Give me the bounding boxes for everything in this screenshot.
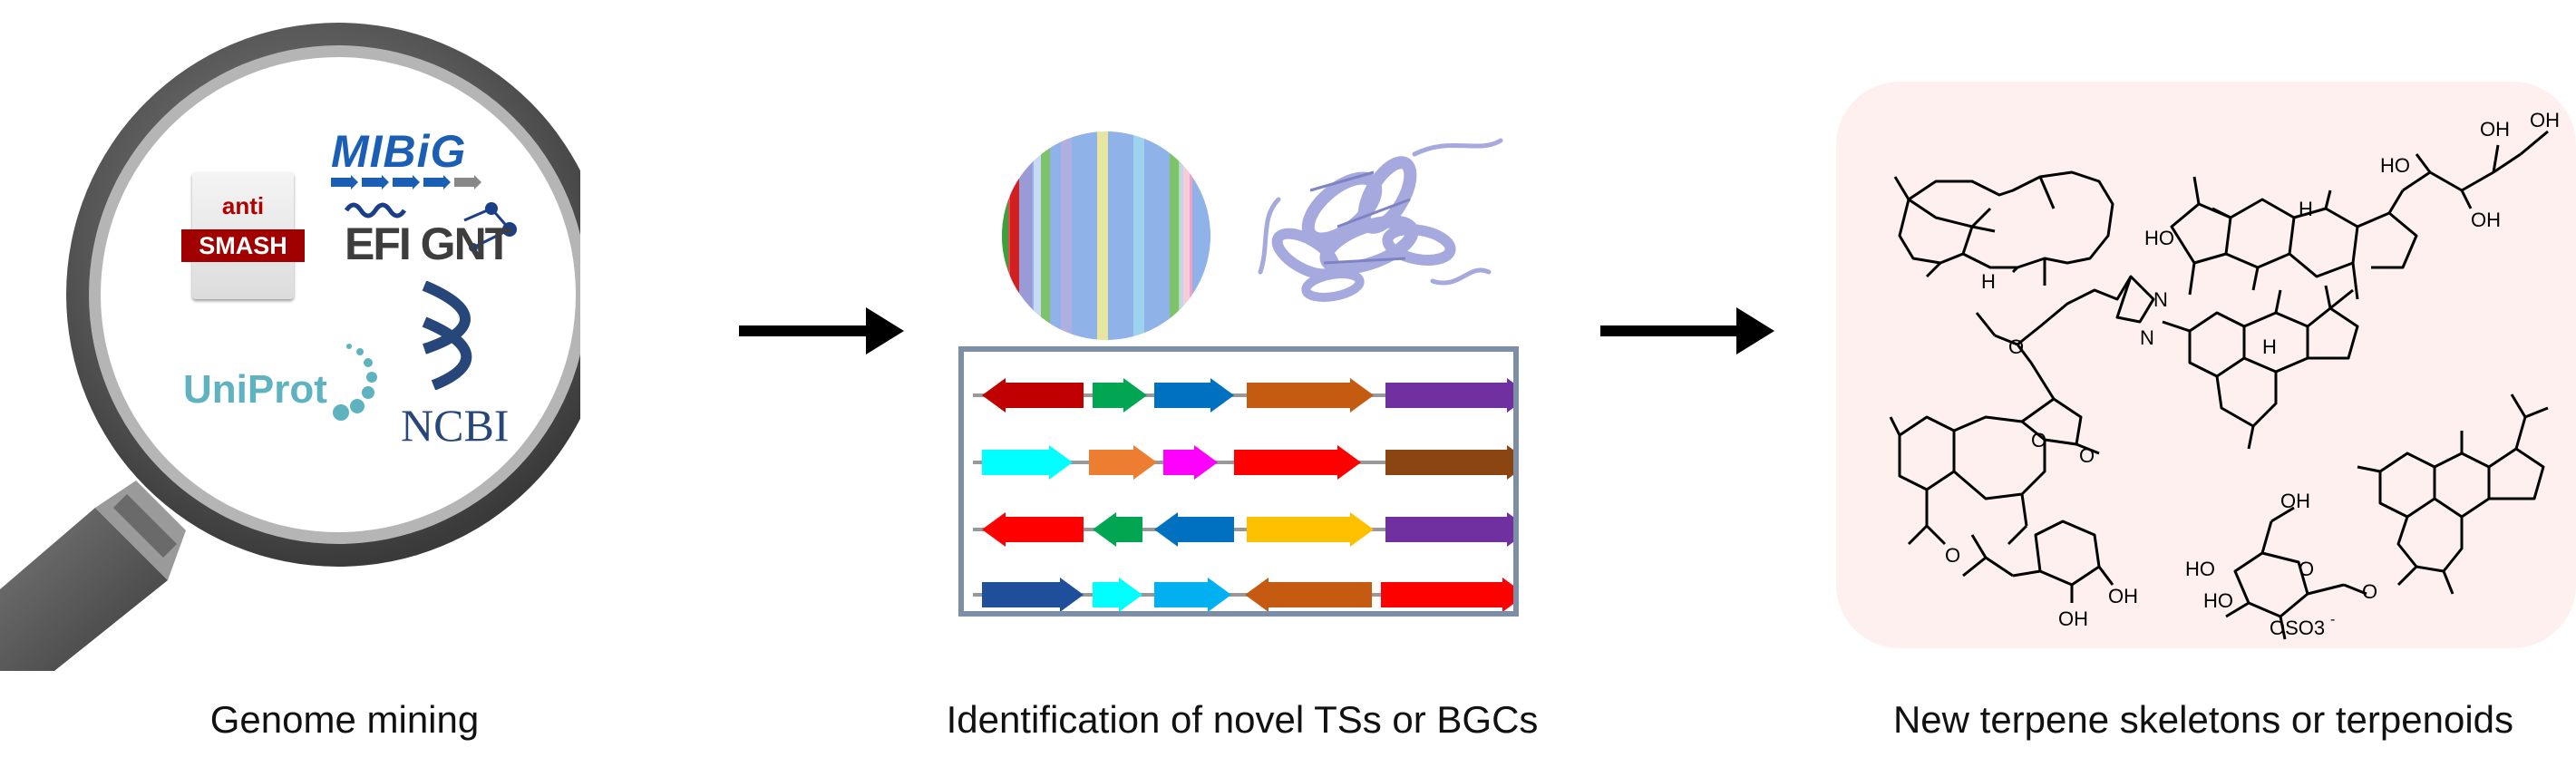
structure-tetracyclic-polyol <box>2170 130 2549 300</box>
efi-gnt-logo: EFI GNT <box>337 198 519 270</box>
arrow-1-icon <box>739 307 904 355</box>
antismash-smash-text: SMASH <box>199 232 287 259</box>
gene-arrow <box>982 445 1073 480</box>
caption-new-terpenes: New terpene skeletons or terpenoids <box>1892 698 2514 741</box>
label-oh-d: OH <box>2471 209 2501 231</box>
uniprot-text: UniProt <box>183 367 327 412</box>
label-oh-b: OH <box>2480 118 2510 141</box>
gene-cluster-tracks <box>973 378 1531 612</box>
ncbi-helix-icon <box>422 281 472 390</box>
gene-arrow <box>982 578 1084 612</box>
label-h3: H <box>2262 335 2277 358</box>
antismash-anti-text: anti <box>221 192 265 219</box>
label-ho-j: HO <box>2203 589 2233 612</box>
label-o-ring: O <box>2031 429 2046 452</box>
label-oso3-charge: - <box>2330 612 2335 627</box>
gene-arrow <box>982 512 1084 547</box>
label-h1: H <box>1981 270 1996 293</box>
uniprot-dots-icon <box>333 344 377 421</box>
structure-tetracyclic-skeleton <box>2162 285 2359 450</box>
gene-arrow <box>1234 445 1361 480</box>
efi-network-icon <box>344 202 517 252</box>
terpene-panel <box>1836 82 2576 648</box>
gene-arrow <box>1154 378 1234 413</box>
caption-genome-mining: Genome mining <box>209 698 480 741</box>
gene-arrow <box>1093 378 1147 413</box>
gene-arrow <box>1385 445 1531 480</box>
structure-eunicellin-ester <box>1889 275 2155 603</box>
gene-arrow <box>1385 512 1531 547</box>
gene-arrow <box>1385 378 1531 413</box>
label-ho-e: HO <box>2144 227 2174 249</box>
gene-arrow <box>1154 578 1231 612</box>
label-o-methoxy: O <box>2079 444 2095 467</box>
gene-cluster-box <box>958 346 1531 617</box>
efi-gnt-text: EFI GNT <box>345 219 512 269</box>
label-oh-a: OH <box>2530 109 2560 131</box>
label-ho-i: HO <box>2185 558 2215 580</box>
label-o-glyc: O <box>2362 580 2377 603</box>
mibig-text: MIBiG <box>331 126 467 177</box>
arrow-2-icon <box>1600 307 1774 355</box>
magnifier-handle <box>0 481 186 671</box>
gene-arrow <box>1093 578 1142 612</box>
terpene-structures: H H OH OH HO OH HO O O O N N H O OH OH O… <box>1889 109 2560 640</box>
label-ho-c: HO <box>2380 154 2410 177</box>
gene-arrow <box>1163 445 1218 480</box>
sequence-alignment-circle <box>1002 131 1210 340</box>
label-oh-f: OH <box>2058 607 2088 630</box>
label-h2: H <box>2299 198 2313 220</box>
ncbi-text: NCBI <box>401 400 510 451</box>
gene-arrow <box>982 378 1084 413</box>
structure-sulfated-glycoside <box>2225 393 2549 640</box>
gene-arrow <box>1245 578 1372 612</box>
label-o-acetyl: O <box>1945 544 1960 567</box>
mibig-logo: MIBiG <box>331 125 494 189</box>
label-oso3: OSO3 <box>2270 617 2325 639</box>
gene-arrow <box>1381 578 1526 612</box>
antismash-logo: anti SMASH <box>181 172 305 299</box>
gene-arrow <box>1247 512 1374 547</box>
magnifier-illustration <box>0 23 580 671</box>
gene-arrow <box>1093 512 1142 547</box>
label-n2: N <box>2140 326 2154 349</box>
mibig-arrows-icon <box>331 175 481 189</box>
gene-arrow <box>1154 512 1234 547</box>
uniprot-logo: UniProt <box>181 335 381 435</box>
gene-arrow <box>1247 378 1374 413</box>
label-o-sugar: O <box>2299 558 2314 580</box>
label-oh-h: OH <box>2280 490 2310 512</box>
gene-arrow <box>1089 445 1157 480</box>
structure-macrocycle <box>1893 170 2114 286</box>
label-n1: N <box>2153 288 2168 311</box>
protein-structure-icon <box>1258 138 1503 302</box>
label-o-ester: O <box>2008 335 2024 358</box>
caption-identification: Identification of novel TSs or BGCs <box>946 698 1539 741</box>
label-oh-g: OH <box>2108 585 2138 607</box>
